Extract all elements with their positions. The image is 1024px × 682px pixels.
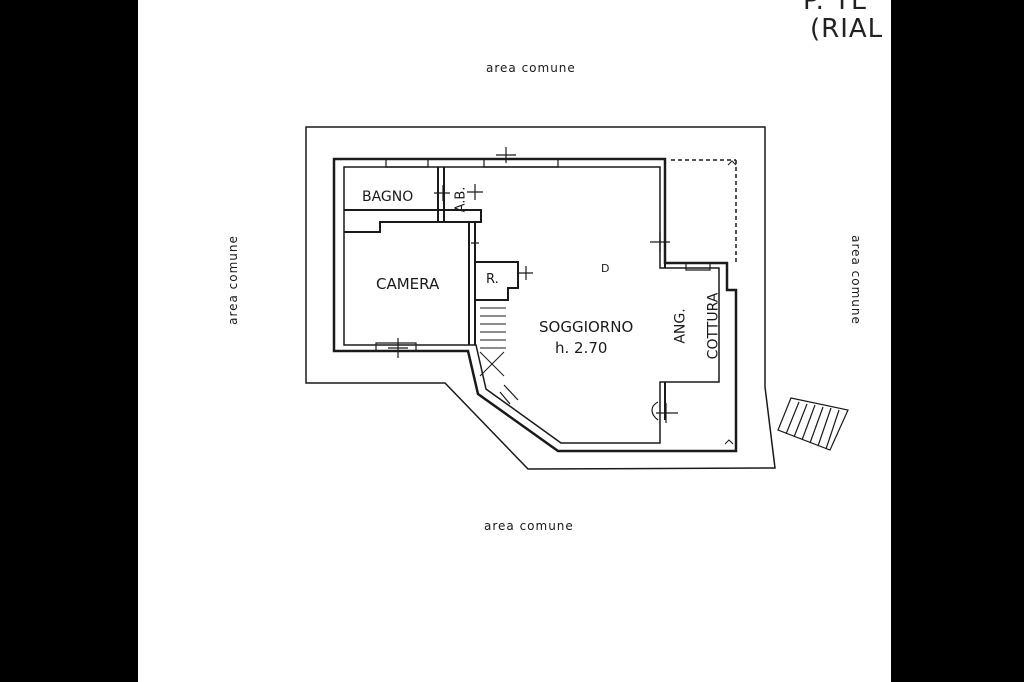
window-marks (375, 158, 711, 352)
header-line-2: (RIAL (810, 14, 884, 44)
floor-plan-drawing (305, 126, 849, 470)
ripostiglio-walls (475, 261, 519, 301)
room-label-cottura: COTTURA (705, 292, 722, 360)
corner-mark-1 (727, 160, 737, 166)
room-label-ang: ANG. (672, 308, 689, 344)
stair-steps (479, 307, 506, 377)
exterior-wall-outer (332, 157, 738, 453)
floor-plan-sheet: P. TE (RIAL area comune area comune area… (138, 0, 891, 682)
bagno-walls (344, 209, 482, 233)
room-label-ripostiglio: R. (486, 272, 499, 287)
partition-wall (468, 222, 476, 345)
entrance-stairs (777, 397, 849, 451)
door-ticks (388, 147, 678, 423)
antibagno-wall (437, 167, 445, 222)
exterior-wall-inner (343, 166, 720, 444)
room-label-soggiorno: SOGGIORNO (539, 318, 634, 336)
area-label-bottom: area comune (484, 519, 574, 533)
header-line-1: P. TE (803, 0, 869, 16)
room-label-antibagno: A.B. (453, 186, 469, 213)
area-label-right: area comune (848, 235, 863, 325)
room-height-label: h. 2.70 (555, 339, 608, 357)
room-label-camera: CAMERA (376, 275, 440, 293)
area-label-top: area comune (486, 61, 576, 75)
lot-boundary (305, 126, 776, 470)
room-label-bagno: BAGNO (362, 189, 414, 205)
portico-dashed (671, 159, 737, 451)
area-label-left: area comune (225, 235, 240, 325)
corner-mark-2 (724, 439, 734, 445)
symbol-d: D (601, 262, 610, 275)
